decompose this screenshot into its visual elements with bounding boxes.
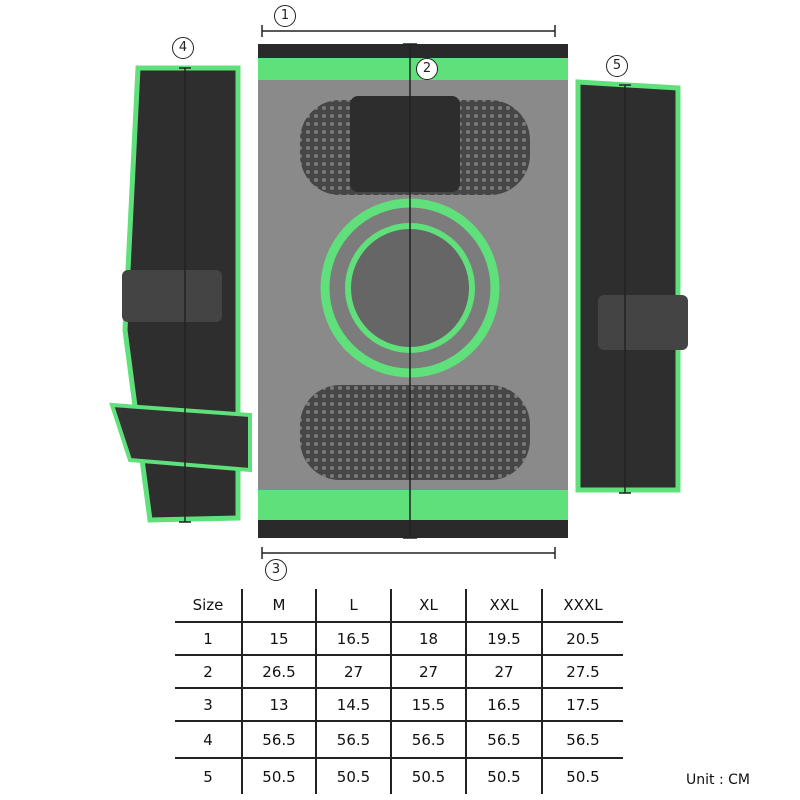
- table-header-row: Size M L XL XXL XXXL: [175, 589, 623, 623]
- measurement-marker-3: 3: [265, 559, 287, 581]
- size-value-cell: 27: [390, 654, 466, 688]
- size-value-cell: 50.5: [541, 757, 623, 794]
- header-l: L: [315, 589, 391, 623]
- size-value-cell: 50.5: [390, 757, 466, 794]
- header-xxl: XXL: [465, 589, 542, 623]
- size-value-cell: 27.5: [541, 654, 623, 688]
- left-strap: [109, 65, 252, 523]
- row-label-cell: 1: [203, 629, 213, 648]
- size-value-cell: 15.5: [390, 687, 466, 721]
- size-value-cell: 13: [241, 687, 316, 721]
- size-value-cell: 20.5: [541, 622, 623, 655]
- knee-brace-product-image: [109, 25, 688, 559]
- measurement-lines: [179, 25, 631, 559]
- right-strap: [575, 79, 688, 493]
- size-value-cell: 18: [390, 622, 466, 655]
- size-value-cell: 27: [465, 654, 542, 688]
- size-value-cell: 27: [315, 654, 391, 688]
- row-label-cell: 4: [175, 720, 242, 758]
- header-xl: XL: [390, 589, 466, 623]
- header-size: Size: [175, 589, 242, 623]
- header-xxxl: XXXL: [541, 589, 623, 623]
- size-value-cell: 17.5: [541, 687, 623, 721]
- measurement-marker-1: 1: [274, 5, 296, 27]
- knee-sleeve: [258, 44, 568, 538]
- unit-label: Unit : CM: [686, 772, 750, 788]
- row-label-cell: 3: [175, 687, 242, 721]
- size-value-cell: 50.5: [241, 757, 316, 794]
- size-value-cell: 56.5: [390, 720, 466, 758]
- size-value-cell: 50.5: [465, 757, 542, 794]
- row-label-cell: 2: [175, 654, 242, 688]
- size-value-cell: 56.5: [541, 720, 623, 758]
- header-m: M: [241, 589, 316, 623]
- row-label-cell: 5: [175, 757, 242, 794]
- size-value-cell: 56.5: [241, 720, 316, 758]
- size-value-cell: 56.5: [315, 720, 391, 758]
- measurement-marker-2: 2: [416, 58, 438, 80]
- measurement-marker-4: 4: [172, 37, 194, 59]
- measurement-marker-5: 5: [606, 55, 628, 77]
- size-value-cell: 19.5: [465, 622, 542, 655]
- size-value-cell: 50.5: [315, 757, 391, 794]
- size-value-cell: 56.5: [465, 720, 542, 758]
- size-value-cell: 16.5: [315, 622, 391, 655]
- size-value-cell: 26.5: [241, 654, 316, 688]
- size-value-cell: 14.5: [315, 687, 391, 721]
- size-value-cell: 16.5: [465, 687, 542, 721]
- size-value-cell: 15: [241, 622, 316, 655]
